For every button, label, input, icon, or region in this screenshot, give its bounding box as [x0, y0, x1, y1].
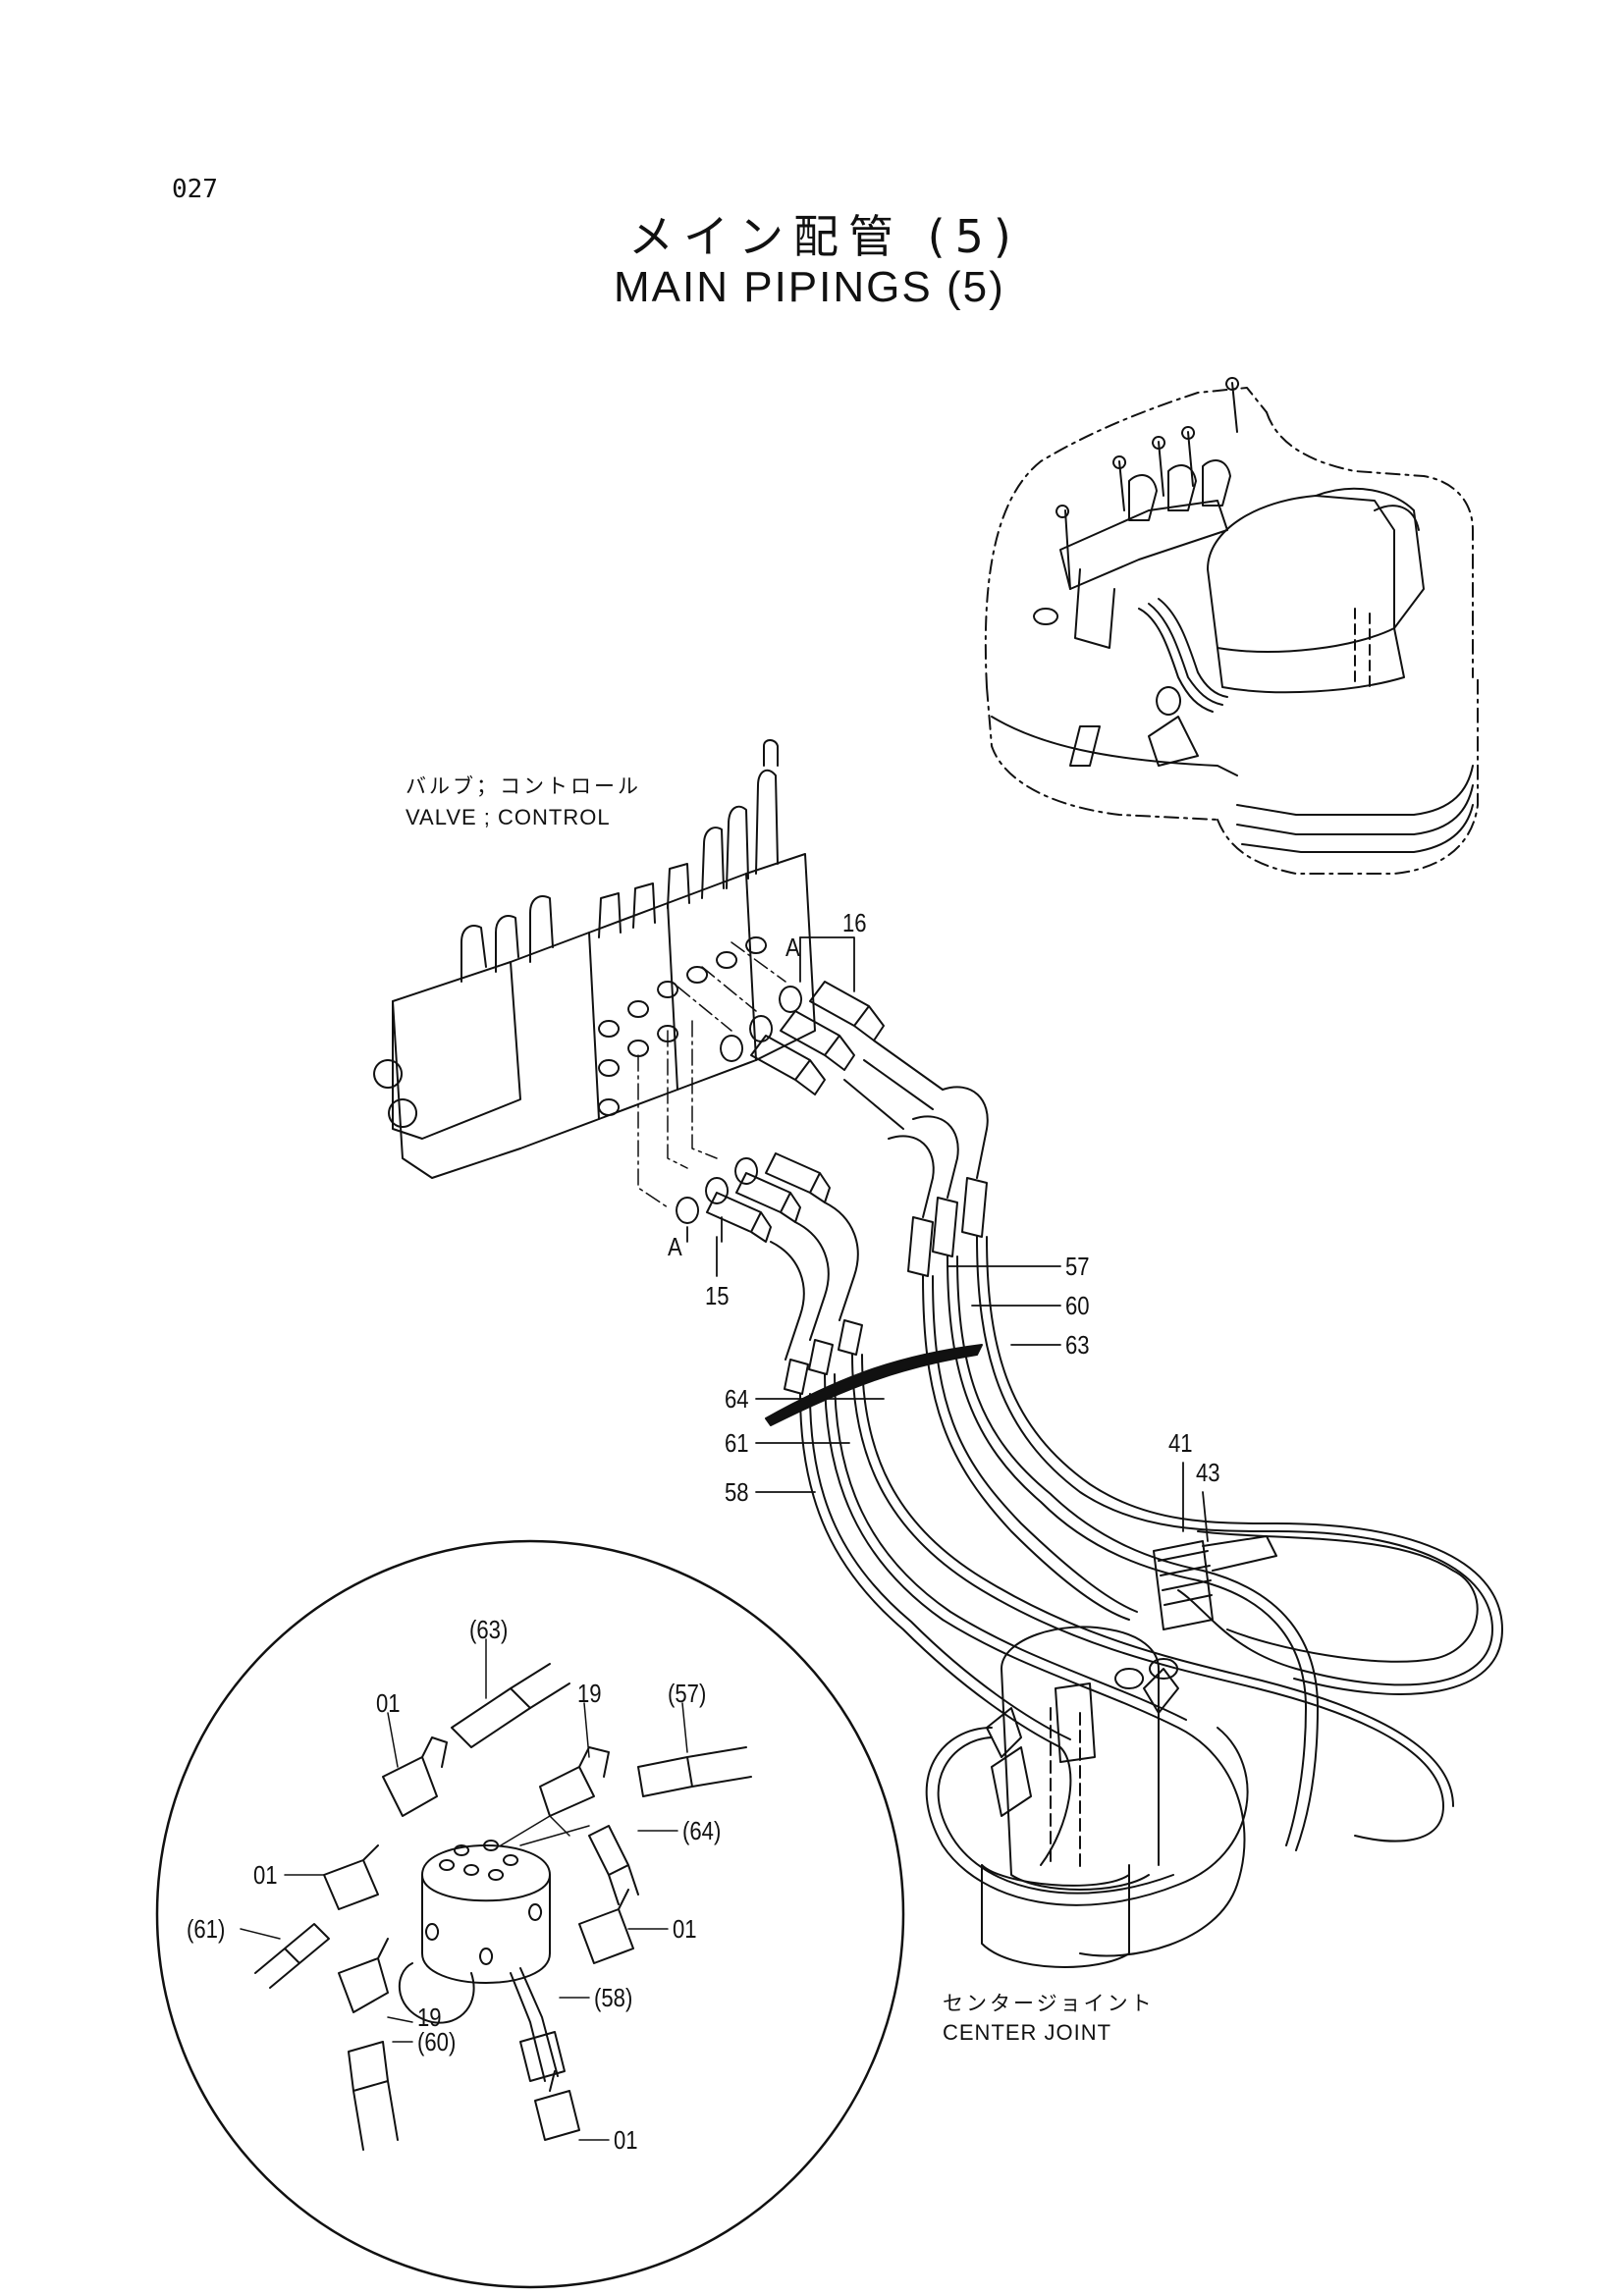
- valve-label-jp: バルブ；コントロール: [406, 774, 641, 798]
- callout-61: 61: [725, 1428, 749, 1458]
- center-joint-illustration: [927, 1627, 1248, 1967]
- callout-63: 63: [1065, 1330, 1090, 1360]
- callout-58: 58: [725, 1477, 749, 1507]
- hose-bundle: [771, 1041, 1502, 1955]
- center-joint-label-jp: センタージョイント: [943, 1992, 1155, 2015]
- callout-57: 57: [1065, 1252, 1090, 1281]
- callout-15: 15: [705, 1281, 730, 1310]
- detail-callout-61: (61): [187, 1914, 226, 1944]
- detail-callout-01: 01: [614, 2125, 638, 2155]
- callout-60: 60: [1065, 1291, 1090, 1320]
- detail-callout-01: 01: [673, 1914, 697, 1944]
- valve-label-en: VALVE ; CONTROL: [406, 805, 611, 829]
- port-a-label: A: [785, 933, 800, 962]
- detail-callout-58: (58): [594, 1983, 633, 2012]
- page-number: 027: [172, 175, 218, 204]
- detail-callout-01: 01: [376, 1688, 401, 1718]
- detail-callout-57: (57): [668, 1679, 707, 1708]
- detail-callout-60: (60): [417, 2027, 457, 2056]
- detail-callout-01: 01: [253, 1860, 278, 1890]
- center-joint-label-en: CENTER JOINT: [943, 2020, 1112, 2045]
- detail-view: [157, 1541, 903, 2287]
- detail-arrow: [766, 1345, 982, 1425]
- callout-43: 43: [1196, 1458, 1220, 1487]
- page-title-en: MAIN PIPINGS (5): [614, 263, 1005, 311]
- detail-callout-64: (64): [682, 1816, 722, 1845]
- port-a-label: A: [668, 1232, 682, 1261]
- detail-callout-63: (63): [469, 1615, 509, 1644]
- callout-leaders: [687, 937, 1208, 1541]
- callout-64: 64: [725, 1384, 749, 1414]
- detail-callout-19: 19: [417, 2002, 442, 2032]
- callout-41: 41: [1168, 1428, 1193, 1458]
- operator-cab-illustration: [986, 378, 1478, 874]
- page-title-jp: メイン配管 (5): [628, 210, 1021, 263]
- callout-16: 16: [842, 908, 867, 937]
- control-valve-illustration: [374, 740, 884, 1242]
- detail-callout-19: 19: [577, 1679, 602, 1708]
